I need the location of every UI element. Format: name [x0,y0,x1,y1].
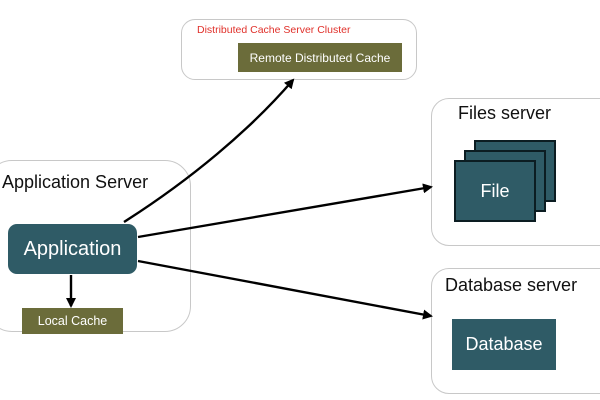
arrow-app-to-database-server [137,259,433,320]
application-node: Application [8,224,137,274]
arrow-app-to-files-server [137,183,433,239]
file-node: File [454,160,536,222]
local-cache-node: Local Cache [22,308,123,334]
database-node: Database [452,319,556,370]
application-server-title: Application Server [2,172,149,192]
files-server-title: Files server [458,103,552,123]
file-stack: File [454,140,558,222]
remote-distributed-cache-node: Remote Distributed Cache [238,43,402,72]
distributed-cache-cluster-title: Distributed Cache Server Cluster [197,24,351,36]
database-server-title: Database server [445,275,578,295]
arrow-app-to-remote-cache [123,78,295,224]
